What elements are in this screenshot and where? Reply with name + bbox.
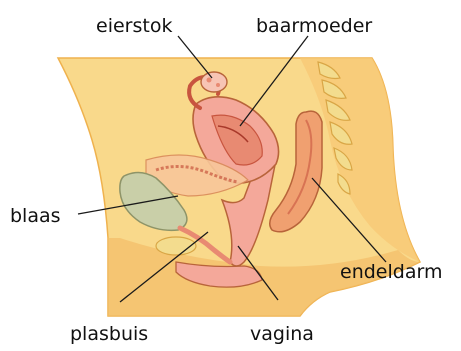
label-ovary: eierstok	[96, 15, 172, 37]
ovary-organ	[201, 72, 227, 92]
label-uterus: baarmoeder	[256, 15, 372, 37]
label-rectum: endeldarm	[340, 261, 442, 283]
label-urethra: plasbuis	[70, 323, 148, 345]
label-vagina: vagina	[250, 323, 314, 345]
label-bladder: blaas	[10, 205, 61, 227]
